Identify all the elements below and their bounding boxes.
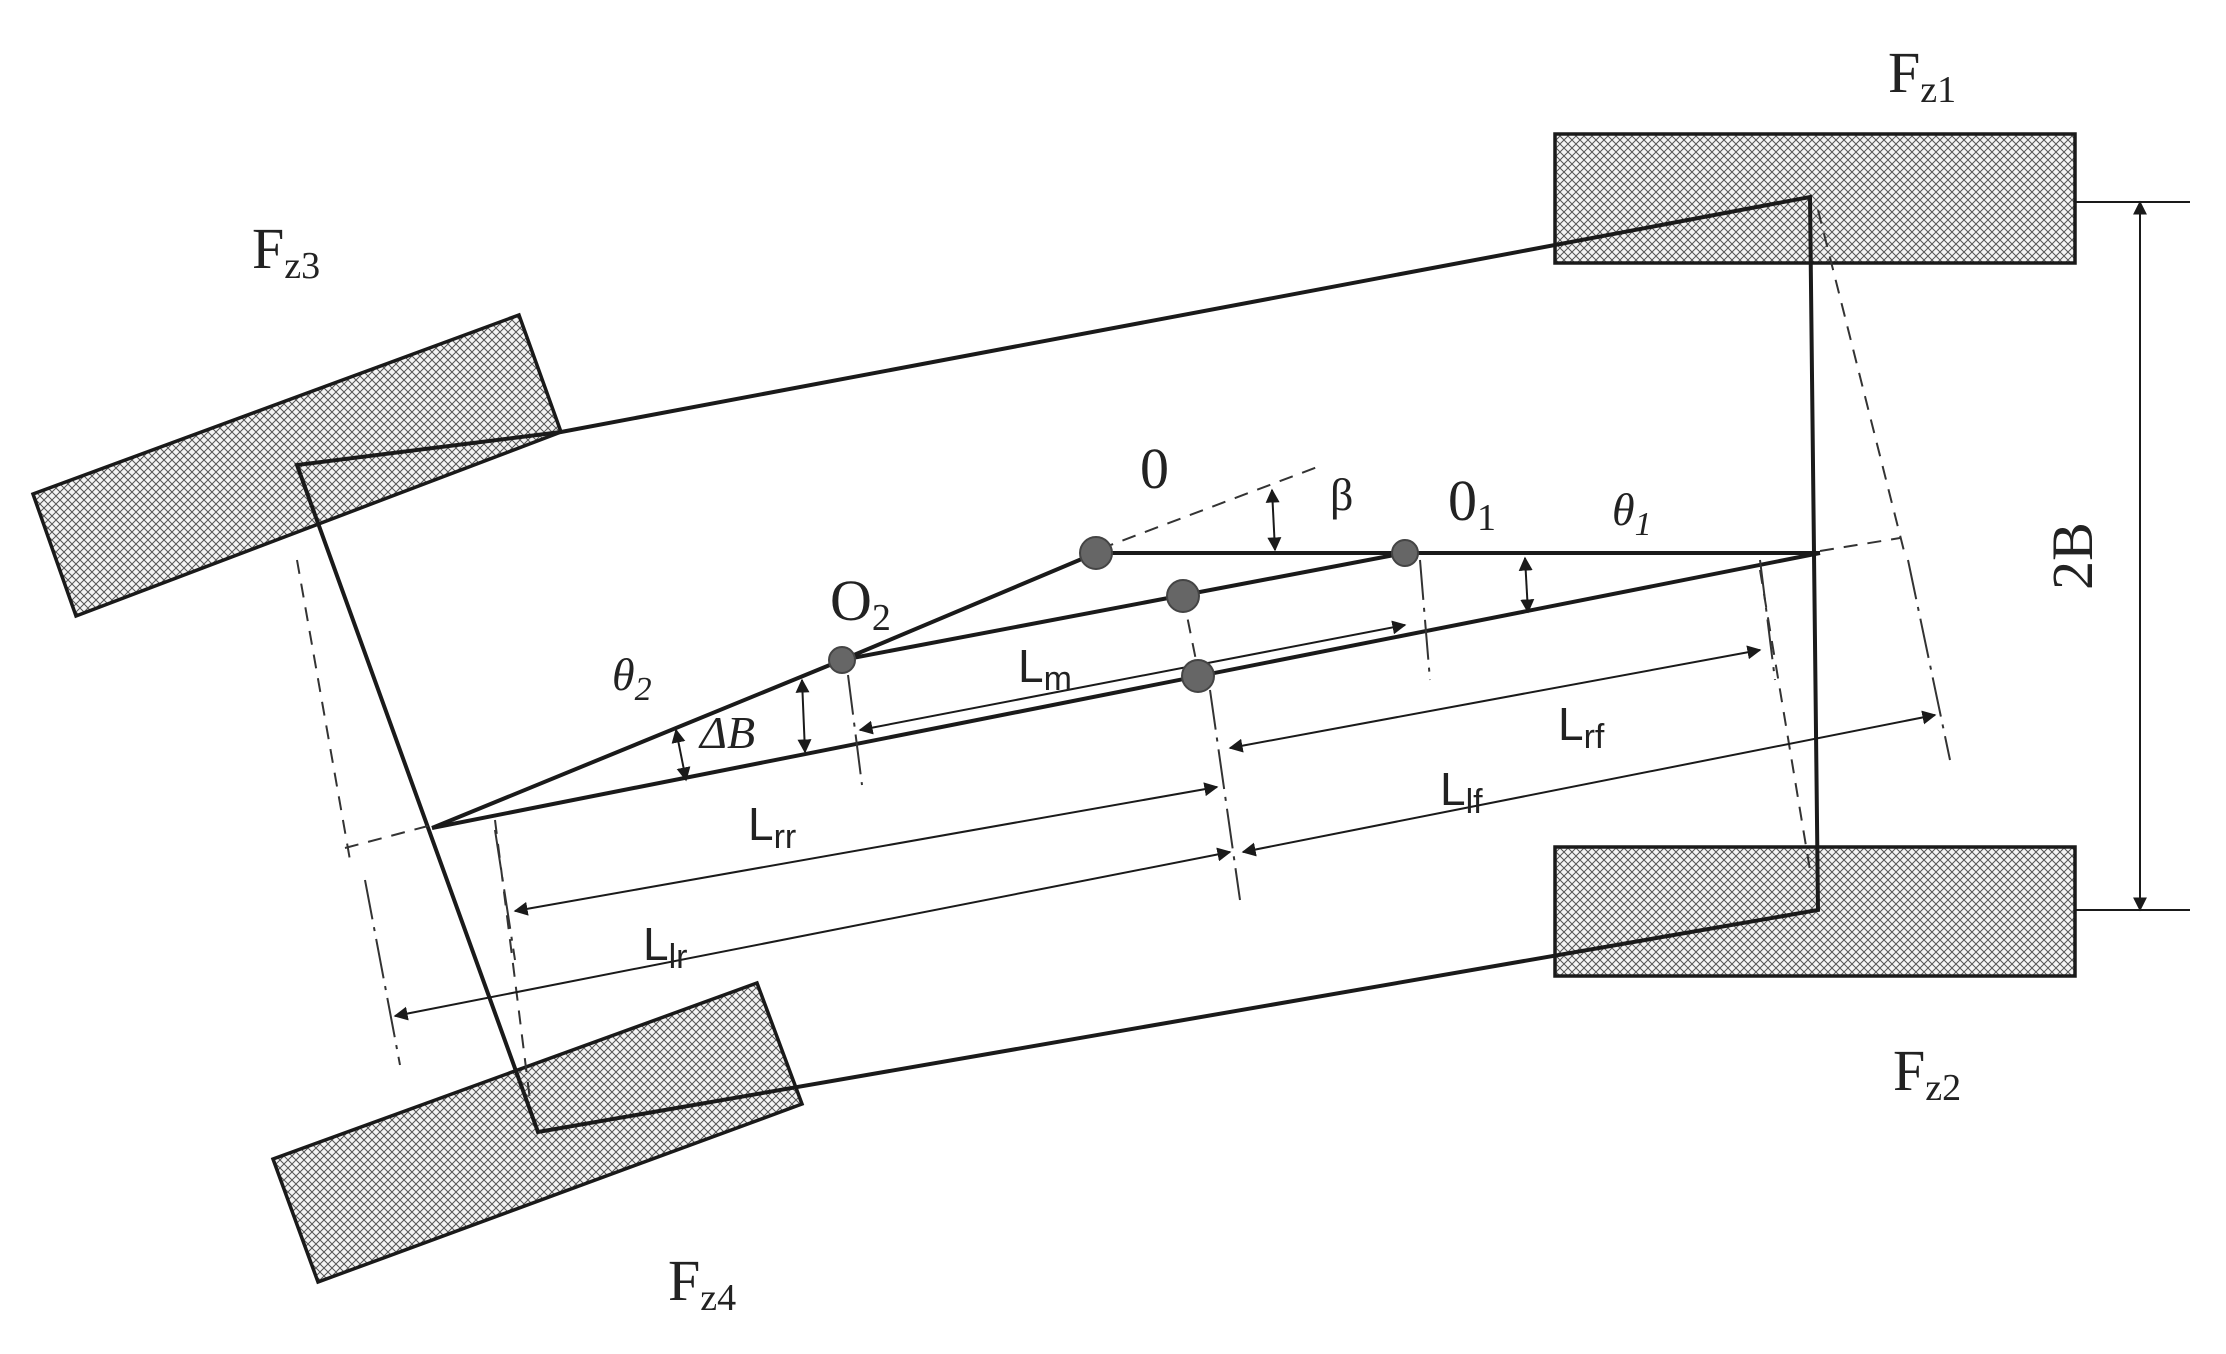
mid-link-line (841, 551, 1406, 662)
ext-rear-left (364, 879, 401, 1066)
delta-b-arrow (795, 678, 812, 754)
label-llf: Llf (1440, 763, 1483, 821)
label-delta-b: ΔB (698, 707, 755, 758)
rear-axle-dashed (296, 559, 351, 861)
ext-rear-right (494, 829, 516, 961)
label-fz2: Fz2 (1893, 1038, 1961, 1109)
front-axle-dashed-lower (1759, 569, 1811, 871)
theta1-arrow (1518, 556, 1535, 614)
point-axis (1181, 659, 1215, 693)
ext-center (1209, 689, 1241, 901)
label-o: 0 (1140, 436, 1169, 501)
label-fz1: Fz1 (1888, 40, 1956, 111)
ext-front-left (1907, 559, 1951, 761)
dim-llr (393, 847, 1232, 1021)
label-theta1: θ1 (1612, 484, 1652, 543)
point-mid (1166, 579, 1200, 613)
beta-arrow (1265, 488, 1282, 552)
rear-centerline-dashed (344, 825, 429, 849)
rear-heading-line (431, 551, 1097, 830)
label-2b: 2B (2040, 522, 2105, 590)
ext-o2 (847, 674, 863, 786)
point-o1 (1391, 539, 1419, 567)
label-llr: Llr (643, 918, 687, 976)
dim-lrf (1228, 645, 1762, 753)
label-lm: Lm (1018, 640, 1072, 698)
label-fz3: Fz3 (252, 216, 320, 287)
dim-lm (858, 620, 1407, 735)
wheel-front-left (1553, 132, 2077, 265)
label-lrf: Lrf (1558, 698, 1605, 756)
label-lrr: Lrr (748, 798, 796, 856)
ext-front-right (1759, 559, 1776, 681)
point-o (1079, 536, 1113, 570)
label-fz4: Fz4 (668, 1248, 736, 1319)
label-beta: β (1330, 469, 1353, 520)
label-theta2: θ2 (612, 649, 652, 708)
front-axle-dashed (1817, 209, 1906, 556)
point-o2 (828, 646, 856, 674)
label-o2: O2 (830, 568, 891, 639)
dim-llf (1241, 710, 1937, 857)
label-o1: 01 (1448, 468, 1496, 539)
ext-o1 (1419, 559, 1431, 681)
sideslip-dashed (1099, 465, 1321, 550)
theta2-arrow (671, 728, 691, 782)
front-centerline-dashed (1819, 537, 1901, 552)
dim-lrr (513, 782, 1219, 916)
